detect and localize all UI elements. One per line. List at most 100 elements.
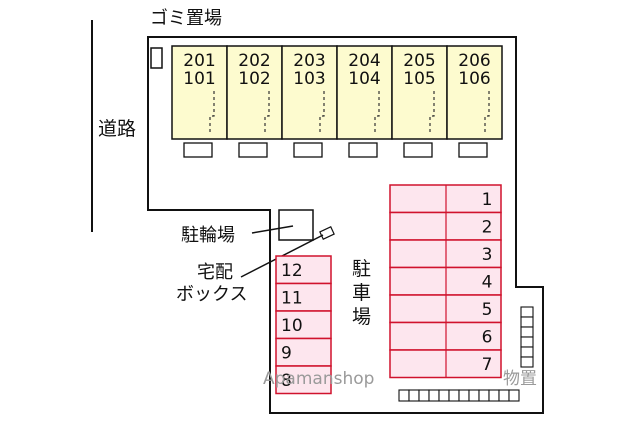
unit-outline [446,45,503,140]
storage-unit [478,389,490,402]
parking-label-2: 車 [352,282,371,304]
unit-number-lower: 102 [238,69,270,89]
parking-slot: 10 [275,310,332,340]
watermark-text: Apamanshop [263,369,374,389]
parking-slot: 1 [389,184,502,214]
storage-unit [520,326,534,338]
unit-number-upper: 201 [183,51,215,71]
parking-slot-outline [275,282,332,312]
parking-slot: 5 [389,294,502,324]
parking-slot: 2 [389,211,502,241]
unit-number-upper: 205 [403,51,435,71]
parking-slot-number: 6 [482,328,493,348]
unit-balcony-box [403,142,433,158]
bicycle-leader-line [251,225,294,234]
unit-number-upper: 203 [293,51,325,71]
storage-unit [448,389,460,402]
parking-left-block: 12 11 10 9 8 [275,255,332,395]
unit-stair-line [319,91,325,132]
parking-slot: 3 [389,239,502,269]
storage-label: 物置 [503,369,537,389]
parking-slot: 7 [389,349,502,379]
delivery-box-label-2: ボックス [176,284,247,305]
parking-slot: 4 [389,266,502,296]
unit-number-lower: 103 [293,69,325,89]
parking-slot-number: 11 [281,289,303,309]
parking-slot: 12 [275,255,332,285]
parking-slot-number: 5 [482,300,493,320]
unit-balcony-box [293,142,323,158]
parking-slot-number: 3 [482,245,493,265]
parking-slot: 6 [389,321,502,351]
bicycle-parking-label: 駐輪場 [181,225,235,246]
storage-unit [438,389,450,402]
unit-balcony-box [348,142,378,158]
delivery-box-label-1: 宅配 [197,262,233,283]
unit-balcony-box [238,142,268,158]
unit-balcony-box [458,142,488,158]
storage-unit [488,389,500,402]
unit-stair-line [209,91,215,132]
parking-slot-outline [275,365,332,395]
storage-unit [520,316,534,328]
garbage-label: ゴミ置場 [150,8,222,29]
parking-slot-number: 8 [281,371,292,391]
parking-slot-number: 12 [281,261,303,281]
unit-number-lower: 104 [348,69,380,89]
storage-row [398,389,520,402]
storage-column [520,306,534,368]
unit-outline [171,45,228,140]
storage-unit [418,389,430,402]
storage-unit [520,336,534,348]
unit-number-upper: 204 [348,51,380,71]
parking-slot-outline [275,255,332,285]
unit-number-lower: 101 [183,69,215,89]
parking-slot-outline [275,337,332,367]
parking-slot: 11 [275,282,332,312]
bicycle-parking [278,209,314,241]
storage-unit [498,389,510,402]
parking-slot: 8 [275,365,332,395]
parking-label-3: 場 [352,306,371,328]
unit-outline [391,45,448,140]
storage-unit [520,346,534,358]
road-label: 道路 [98,118,136,140]
parking-slot-number: 9 [281,344,292,364]
storage-unit [468,389,480,402]
parking-slot-number: 1 [482,190,493,210]
unit-number-lower: 105 [403,69,435,89]
unit-outline [336,45,393,140]
unit-stair-line [484,91,490,132]
parking-slot-outline [275,310,332,340]
parking-slot-number: 10 [281,316,303,336]
storage-unit [408,389,420,402]
parking-slot-number: 2 [482,218,493,238]
parking-slot-number: 7 [482,355,493,375]
storage-unit [508,389,520,402]
storage-unit [458,389,470,402]
unit-balcony-box [183,142,213,158]
unit-stair-line [429,91,435,132]
garbage-station [150,47,163,69]
unit-stair-line [374,91,380,132]
unit-stair-line [264,91,270,132]
storage-unit [520,356,534,368]
unit-number-upper: 202 [238,51,270,71]
parking-slot-number: 4 [482,273,493,293]
storage-unit [520,306,534,318]
parking-label-1: 駐 [352,258,371,280]
unit-number-upper: 206 [458,51,490,71]
parking-slot: 9 [275,337,332,367]
storage-unit [398,389,410,402]
unit-outline [226,45,283,140]
parking-right-block: 1 2 3 4 5 6 7 [389,184,502,379]
storage-unit [428,389,440,402]
